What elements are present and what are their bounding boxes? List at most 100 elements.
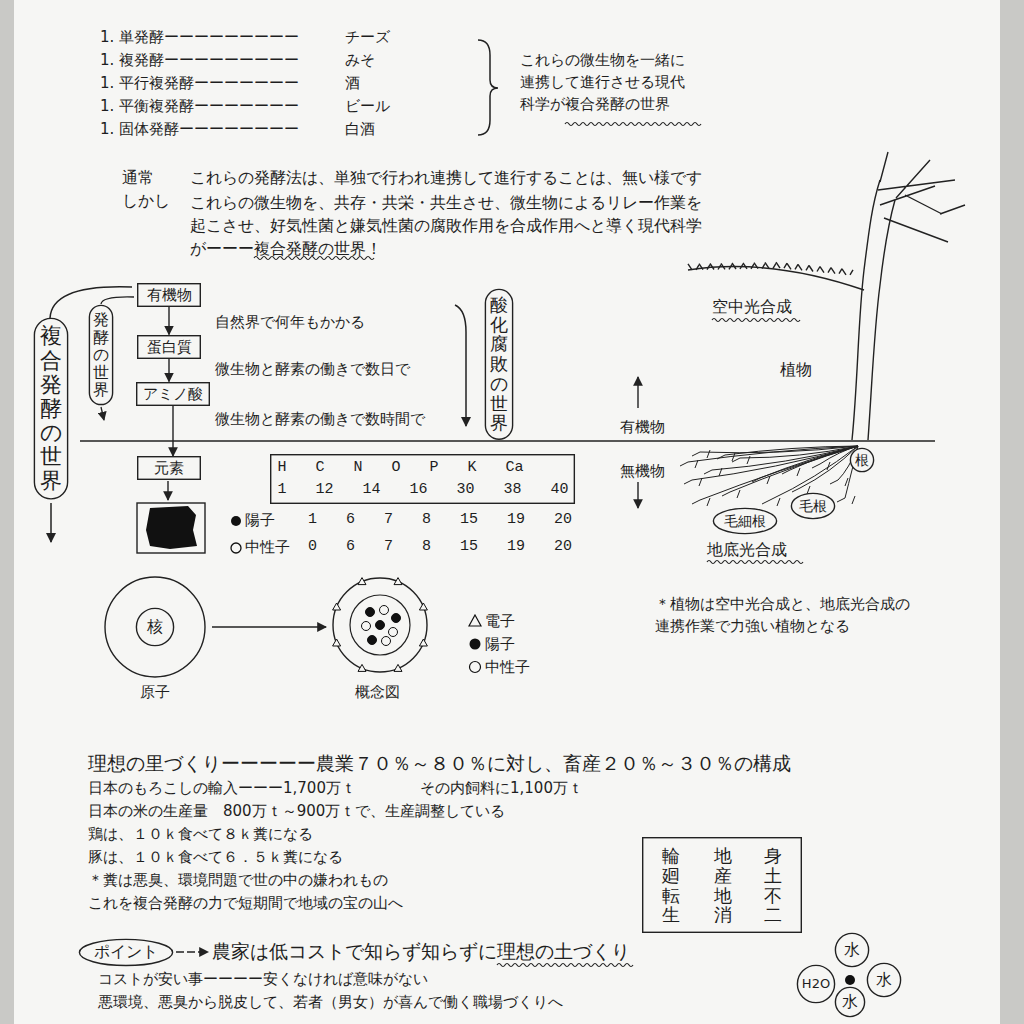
text-label: ビール xyxy=(345,97,390,115)
arrow xyxy=(637,482,638,508)
arrow xyxy=(176,951,208,952)
text-label: 1. 平行複発酵ーーーーーーー xyxy=(100,74,299,92)
text-label: 豚は、１０ｋ食べて６．５ｋ糞になる xyxy=(88,848,343,866)
text-label: 酒 xyxy=(345,74,360,92)
text-label: 概念図 xyxy=(355,683,400,701)
atom-circle xyxy=(105,577,205,677)
node-text: 輪廻転生 xyxy=(662,846,680,925)
water-circle: 水 xyxy=(834,986,866,1018)
water-circle: 水 xyxy=(834,932,870,968)
text-label: 日本のもろこしの輸入ーーー1,700万ｔ xyxy=(88,779,356,797)
text-label: 無機物 xyxy=(620,462,665,480)
text-label: 農家は低コストで知らず知らずに理想の土づくり xyxy=(212,940,630,963)
node-text: 元素 xyxy=(154,459,184,477)
node-text: 水 xyxy=(876,970,892,989)
text-label: 1. 平衡複発酵ーーーーーーー xyxy=(100,97,299,115)
process-box: アミノ酸 xyxy=(136,382,210,406)
text-label: これを複合発酵の力で短期間で地域の宝の山へ xyxy=(88,894,403,912)
text-label: ＊植物は空中光合成と、地底光合成の 連携作業で力強い植物となる xyxy=(655,594,933,638)
water-circle: 水 xyxy=(866,962,902,998)
node-text: アミノ酸 xyxy=(143,385,203,403)
legend-item: 陽子 xyxy=(468,635,515,653)
legend-symbol xyxy=(468,660,482,674)
wavy-underline xyxy=(707,561,803,564)
text-label: 空中光合成 xyxy=(712,297,792,316)
text-label: 1. 単発酵ーーーーーーーーー xyxy=(100,28,299,46)
motto-box: 身土不二 地産地消 輪廻転生 xyxy=(642,837,802,933)
text-label: 日本の米の生産量 800万ｔ～900万ｔで、生産調整している xyxy=(88,802,505,820)
text-label: ＊糞は悪臭、環境問題で世の中の嫌われもの xyxy=(88,871,388,889)
process-box: 有機物 xyxy=(137,283,201,307)
text-label: これらの微生物を、共存・共栄・共生させ、微生物によるリレー作業を 起こさせ、好気… xyxy=(190,191,742,261)
node-text: 複合発酵の世界 xyxy=(40,324,62,493)
text-label: みそ xyxy=(345,51,375,69)
text-label: 植物 xyxy=(780,360,812,379)
node-text: 根 xyxy=(855,452,869,469)
node-text: 地産地消 xyxy=(714,846,732,925)
text-label: これらの微生物を一緒に 連携して進行させる現代 科学が複合発酵の世界 xyxy=(520,50,715,115)
legend-item: 中性子 xyxy=(468,658,530,676)
text-label: 有機物 xyxy=(620,418,665,436)
node-text: 毛根 xyxy=(799,498,827,515)
text-label: 微生物と酵素の働きで数日で xyxy=(215,360,410,378)
concept-inner xyxy=(350,595,410,655)
root-label: 毛根 xyxy=(790,492,836,520)
text-label: 白酒 xyxy=(345,120,375,138)
flow-arrow xyxy=(101,297,134,304)
text-label: 中性子 xyxy=(245,538,290,556)
text-label: 通常 xyxy=(122,168,154,187)
legend-text: 中性子 xyxy=(485,658,530,676)
node-text: 酸化腐敗の世界 xyxy=(490,295,508,434)
concept-circle xyxy=(333,578,427,672)
process-box: 元素 xyxy=(137,456,201,480)
node-text: 蛋白質 xyxy=(147,338,192,356)
node-text: 水 xyxy=(844,940,860,959)
node-text: 水 xyxy=(842,992,858,1011)
flow-arrow xyxy=(101,407,104,420)
wavy-underline xyxy=(712,319,800,322)
node-text: 毛細根 xyxy=(724,513,766,530)
text-label: 地底光合成 xyxy=(707,540,787,559)
flow-arrow xyxy=(168,307,169,335)
water-circle: H2O xyxy=(796,964,836,1004)
text-label: 1. 複発酵ーーーーーーーーー xyxy=(100,51,299,69)
text-label: 原子 xyxy=(140,683,170,701)
node-text: 身土不二 xyxy=(764,846,782,925)
legend-symbol xyxy=(468,614,482,628)
roots xyxy=(680,446,858,506)
neutron-symbol xyxy=(231,543,241,553)
vertical-band: 発酵の世界 xyxy=(88,304,114,406)
text-label: 0 6 7 8 15 19 20 xyxy=(308,538,572,556)
vertical-band: 複合発酵の世界 xyxy=(33,317,69,500)
flow-arrow xyxy=(50,503,52,542)
node-text: H C N O P K Ca xyxy=(277,459,523,477)
legend-symbol xyxy=(468,637,482,651)
node-text: 発酵の世界 xyxy=(93,311,109,399)
point-oval: ポイント xyxy=(78,938,174,967)
nucleus-particles xyxy=(333,578,428,672)
flow-arrow xyxy=(172,406,173,457)
node-text: 核 xyxy=(147,617,163,636)
node-text: 有機物 xyxy=(147,286,192,304)
text-label: 理想の里づくりーーーーー農業７０％～８０％に対し、畜産２０％～３０％の構成 xyxy=(88,752,791,775)
text-label: 悪環境、悪臭から脱皮して、若者（男女）が喜んで働く職場づくりへ xyxy=(98,993,563,1011)
wavy-underline xyxy=(565,123,701,126)
arrow xyxy=(637,377,638,408)
text-label: 自然界で何年もかかる xyxy=(215,313,365,331)
legend-item: 電子 xyxy=(468,612,515,630)
proton-symbol xyxy=(231,516,241,526)
vertical-band: 酸化腐敗の世界 xyxy=(484,288,514,441)
brace xyxy=(478,40,498,135)
node-text: ポイント xyxy=(94,942,158,961)
wavy-underline xyxy=(497,964,633,967)
blacked-out xyxy=(146,506,197,549)
node-text: 1 12 14 16 30 38 40 xyxy=(277,481,568,499)
text-label: コストが安い事ーーーー安くなければ意味がない xyxy=(98,970,428,988)
ground-line xyxy=(80,440,935,441)
text-label: 微生物と酵素の働きで数時間で xyxy=(215,410,425,428)
text-label: これらの発酵法は、単独で行われ連携して進行することは、無い様です xyxy=(190,168,702,187)
arrow xyxy=(212,626,326,627)
text-label: 1. 固体発酵ーーーーーーーー xyxy=(100,120,299,138)
legend-text: 電子 xyxy=(485,612,515,630)
